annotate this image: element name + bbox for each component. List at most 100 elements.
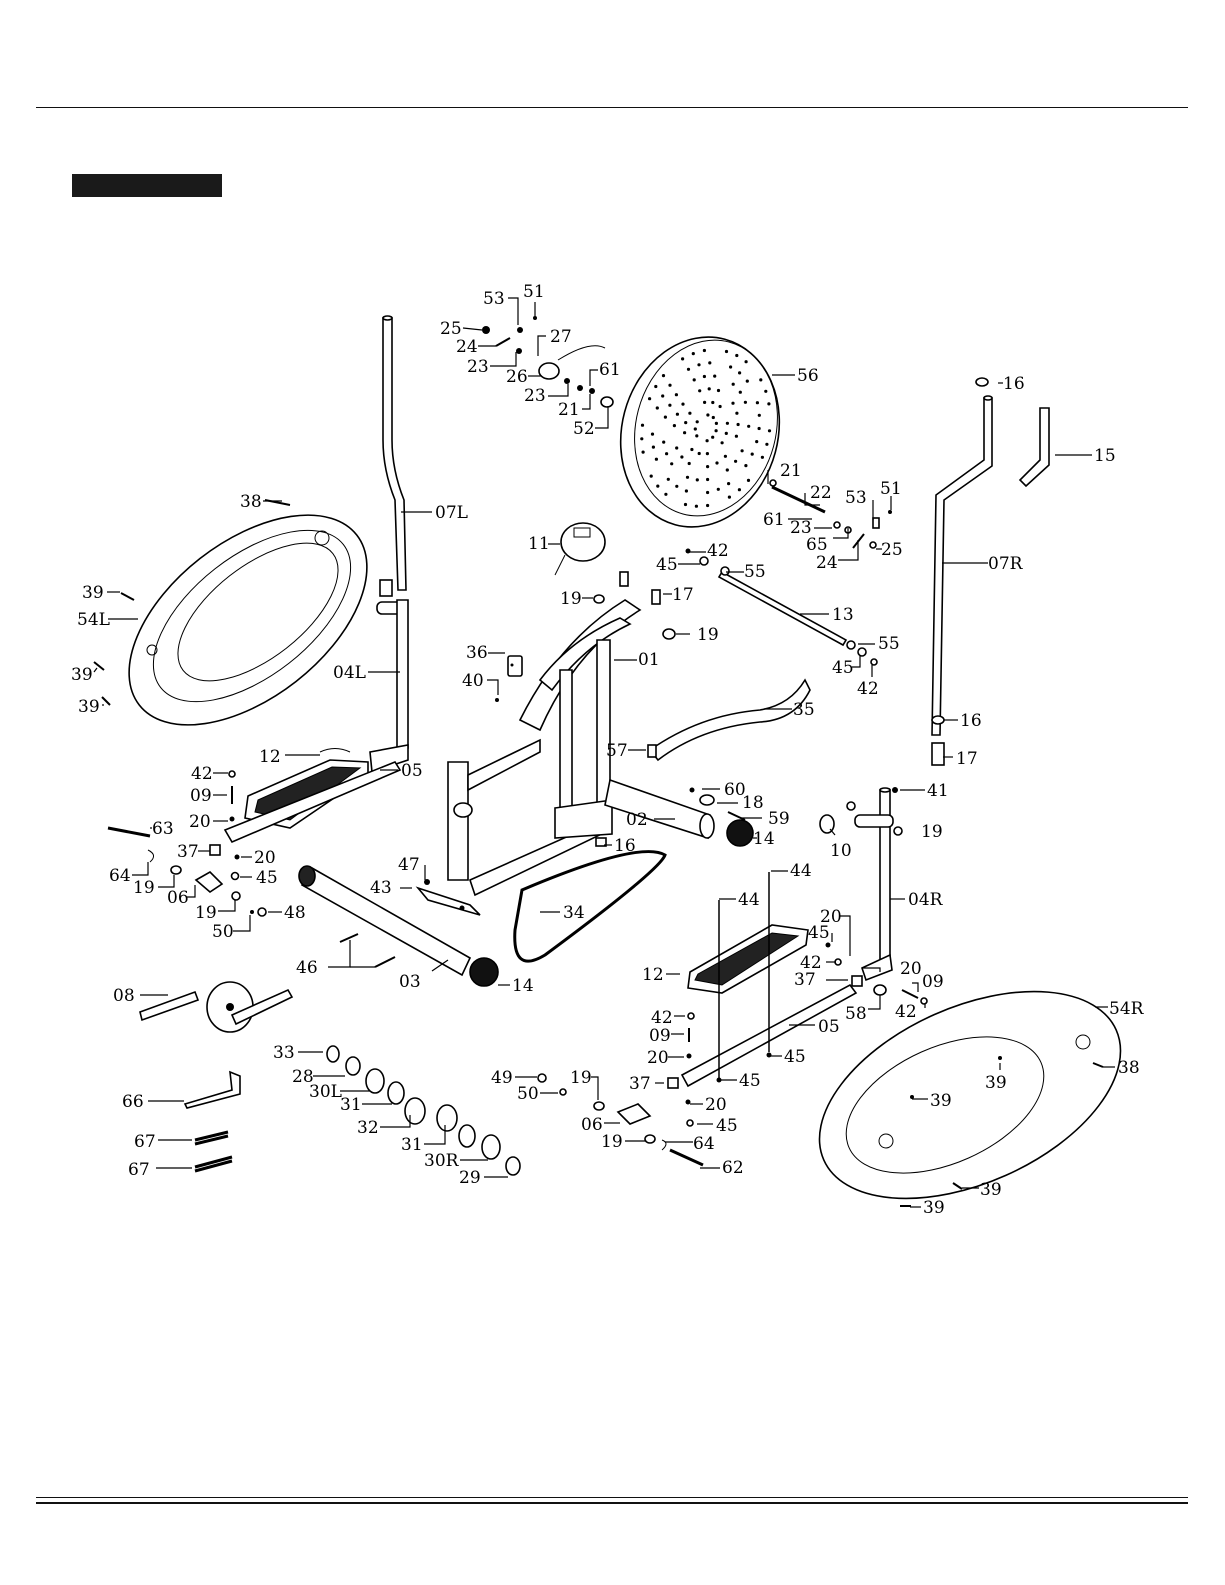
top-rule [36,107,1188,108]
part-label-p42b: 42 [857,679,879,699]
part-label-p54R: 54R [1109,999,1145,1019]
crank-assembly [139,981,294,1033]
side-cover-right [818,990,1122,1200]
part-label-p35: 35 [793,700,815,720]
part-label-p05b: 05 [818,1017,840,1037]
part-label-p48: 48 [284,903,306,923]
part-label-p39c: 39 [78,697,100,717]
part-label-p19d: 19 [133,878,155,898]
upright-left [369,599,409,774]
part-label-p37a: 37 [177,842,199,862]
part-label-p46: 46 [296,958,318,978]
part-label-p15: 15 [1094,446,1116,466]
part-label-p31b: 31 [401,1135,423,1155]
part-label-p06a: 06 [167,888,189,908]
part-label-p39d: 39 [985,1073,1007,1093]
axle [717,570,848,647]
part-label-p64a: 64 [109,866,131,886]
bottom-rule-thick [36,1502,1188,1504]
front-stabilizer [298,865,499,987]
part-label-p03: 03 [399,972,421,992]
part-label-p25a: 25 [440,319,462,339]
bottom-rule-thin [36,1497,1188,1498]
main-frame [415,599,642,916]
part-label-p23a: 23 [467,357,489,377]
part-label-p34: 34 [563,903,585,923]
part-label-p58: 58 [845,1004,867,1024]
part-label-p36: 36 [466,643,488,663]
part-label-p42e: 42 [895,1002,917,1022]
part-label-p20b: 20 [254,848,276,868]
part-label-p42f: 42 [651,1008,673,1028]
leader-lines [93,297,1115,1208]
handlebar-right [931,395,1050,736]
part-label-p20e: 20 [647,1048,669,1068]
part-label-p25b: 25 [881,540,903,560]
part-label-p39f: 39 [980,1180,1002,1200]
part-label-p44b: 44 [738,890,760,910]
part-label-p17b: 17 [956,749,978,769]
part-label-p19b: 19 [697,625,719,645]
bolt [771,485,826,514]
part-label-p41: 41 [927,781,949,801]
part-label-p12a: 12 [259,747,281,767]
part-label-p24a: 24 [456,337,478,357]
rear-stabilizer [604,778,754,847]
part-label-p10: 10 [830,841,852,861]
part-label-p02: 02 [626,810,648,830]
pedal-arm-left [223,761,402,844]
part-label-p53b: 53 [845,488,867,508]
part-label-p07L: 07L [435,503,468,523]
part-label-p33: 33 [273,1043,295,1063]
part-label-p28: 28 [292,1067,314,1087]
part-label-p19e: 19 [195,903,217,923]
section-title-bar [72,174,222,197]
part-label-p17a: 17 [672,585,694,605]
drive-belt [513,850,667,963]
part-label-p30R: 30R [424,1151,460,1171]
part-label-p59: 59 [768,809,790,829]
hardware-cluster-top [482,316,614,408]
part-label-p61a: 61 [599,360,621,380]
part-label-p51b: 51 [880,479,902,499]
pedal-right [687,924,809,994]
hardware-dots [93,377,1104,1207]
part-label-p19a: 19 [560,589,582,609]
part-label-p14a: 14 [753,829,775,849]
console [554,522,606,576]
part-label-p38a: 38 [240,492,262,512]
part-label-p55b: 55 [878,634,900,654]
part-label-p63: 63 [152,819,174,839]
part-label-p19f: 19 [570,1068,592,1088]
part-label-p26: 26 [506,367,528,387]
part-label-p39b: 39 [71,665,93,685]
part-label-p16a: 16 [1003,374,1025,394]
part-label-p06b: 06 [581,1115,603,1135]
part-label-p39g: 39 [923,1198,945,1218]
part-label-p19c: 19 [921,822,943,842]
part-label-p49: 49 [491,1068,513,1088]
part-label-p66: 66 [122,1092,144,1112]
part-label-p16c: 16 [614,836,636,856]
part-label-p52: 52 [573,419,595,439]
part-label-p40: 40 [462,671,484,691]
part-label-p64b: 64 [693,1134,715,1154]
upright-right [854,787,894,982]
part-label-p61b: 61 [763,510,785,530]
part-label-p32: 32 [357,1118,379,1138]
part-label-p21a: 21 [558,400,580,420]
part-label-p50b: 50 [517,1084,539,1104]
part-label-p08: 08 [113,986,135,1006]
part-label-p45d: 45 [808,923,830,943]
part-label-p38b: 38 [1118,1058,1140,1078]
part-label-p19g: 19 [601,1132,623,1152]
part-label-p67a: 67 [134,1132,156,1152]
part-label-p65: 65 [806,535,828,555]
part-label-p62: 62 [722,1158,744,1178]
part-label-p12b: 12 [642,965,664,985]
part-label-p24b: 24 [816,553,838,573]
part-label-p45c: 45 [256,868,278,888]
part-label-p07R: 07R [988,554,1024,574]
